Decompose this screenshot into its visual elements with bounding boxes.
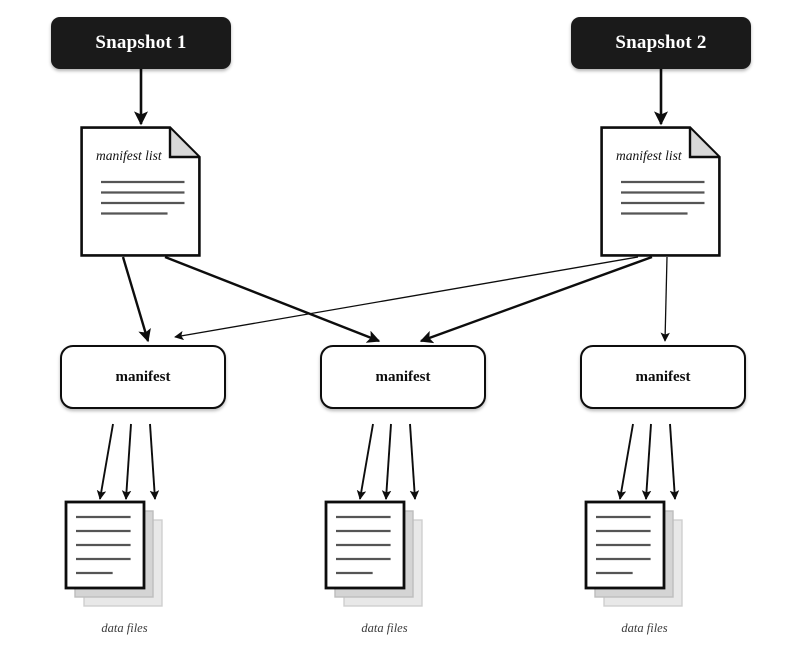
edge-manifest-to-data-files: [121, 423, 132, 500]
edge-manifest-to-data-files: [669, 423, 680, 500]
edge-manifest-to-data-files: [149, 423, 160, 500]
data-files-stack-icon: [324, 500, 423, 607]
data-files-label: data files: [101, 621, 148, 635]
edges-snapshot-to-list: [133, 69, 669, 126]
data-files-label: data files: [621, 621, 668, 635]
edges-manifest-to-data: [96, 423, 680, 500]
snapshot-label: Snapshot 1: [95, 32, 187, 53]
data-files-stack-icon: [64, 500, 163, 607]
edge-manifest-to-data-files: [96, 423, 114, 500]
edge-manifest-list-to-manifest: [419, 255, 653, 344]
edge-manifest-list-to-manifest: [121, 256, 151, 343]
data-files-label: data files: [361, 621, 408, 635]
data-files-node[interactable]: data files: [324, 500, 445, 636]
snapshot-label: Snapshot 2: [615, 32, 707, 53]
data-files-stack-icon: [584, 500, 683, 607]
data-files-node[interactable]: data files: [64, 500, 185, 636]
edges-list-to-manifest: [121, 255, 670, 344]
edge-manifest-to-data-files: [356, 423, 374, 500]
snapshot-node[interactable]: Snapshot 1: [51, 17, 231, 69]
manifest-label: manifest: [635, 368, 691, 385]
edge-manifest-list-to-manifest: [174, 256, 639, 341]
edge-manifest-to-data-files: [409, 423, 420, 500]
data-files-node[interactable]: data files: [584, 500, 705, 636]
manifest-node[interactable]: manifest: [580, 345, 746, 409]
edge-manifest-list-to-manifest: [660, 256, 670, 342]
edge-manifest-to-data-files: [616, 423, 634, 500]
manifest-list-label: manifest list: [616, 148, 682, 163]
manifest-node[interactable]: manifest: [320, 345, 486, 409]
manifest-list-node[interactable]: manifest list: [80, 126, 201, 257]
edge-manifest-to-data-files: [381, 423, 392, 500]
manifest-label: manifest: [115, 368, 171, 385]
edge-manifest-list-to-manifest: [164, 255, 381, 343]
snapshot-node[interactable]: Snapshot 2: [571, 17, 751, 69]
manifest-list-node[interactable]: manifest list: [600, 126, 721, 257]
manifest-list-document-icon: [600, 126, 721, 257]
manifest-label: manifest: [375, 368, 431, 385]
edge-manifest-to-data-files: [641, 423, 652, 500]
manifest-list-document-icon: [80, 126, 201, 257]
manifest-node[interactable]: manifest: [60, 345, 226, 409]
manifest-list-label: manifest list: [96, 148, 162, 163]
